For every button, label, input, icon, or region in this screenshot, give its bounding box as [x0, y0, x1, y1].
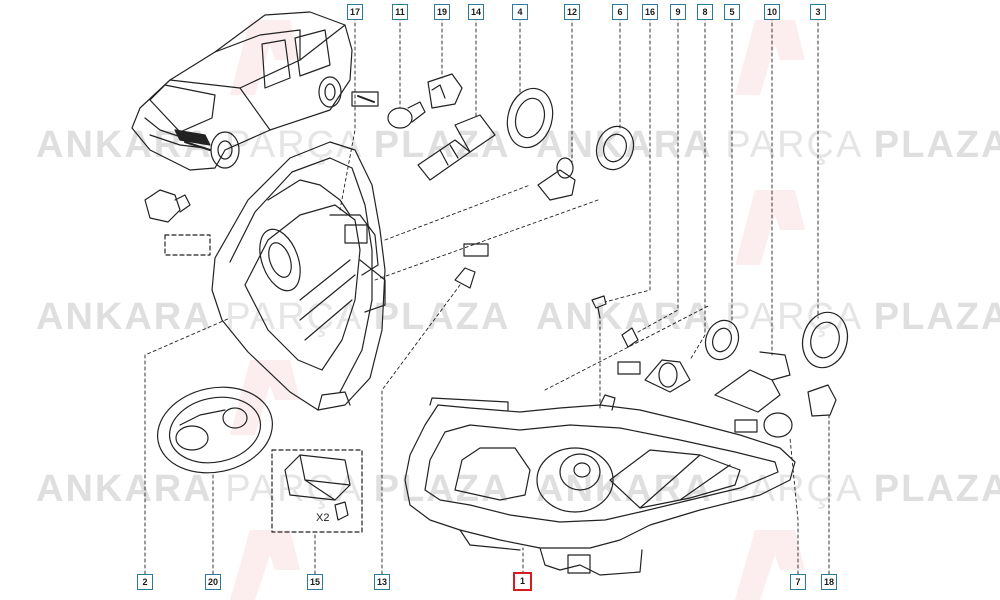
bulb-sidelamp-left — [144, 189, 191, 223]
callout-13: 13 — [374, 574, 390, 590]
callout-9: 9 — [670, 4, 686, 20]
bulb-7 — [734, 412, 793, 438]
bulb-11-socket-box — [351, 91, 379, 107]
callout-10: 10 — [764, 4, 780, 20]
oval-housing-20 — [156, 386, 274, 474]
cover-3 — [801, 311, 849, 369]
dashed-box-ballast — [271, 449, 363, 533]
callout-8: 8 — [697, 4, 713, 20]
bulb-11 — [387, 101, 426, 129]
callout-6: 6 — [612, 4, 628, 20]
leader-lines — [144, 16, 830, 581]
callout-7: 7 — [790, 574, 806, 590]
callout-19: 19 — [434, 4, 450, 20]
bulb-holder-19 — [427, 73, 463, 109]
quantity-label: X2 — [316, 512, 330, 524]
callout-18: 18 — [821, 574, 837, 590]
headlamp-rear-housing — [211, 141, 386, 411]
callout-12: 12 — [564, 4, 580, 20]
callout-1-highlighted: 1 — [513, 572, 532, 591]
callout-11: 11 — [392, 4, 408, 20]
bulb-h1-8 — [644, 359, 691, 393]
callout-17: 17 — [347, 4, 363, 20]
headlamp-main-assembly — [404, 394, 796, 576]
callout-5: 5 — [724, 4, 740, 20]
retaining-ring-6 — [595, 125, 635, 171]
bulb-holder-18 — [807, 384, 837, 417]
bulb-h7-12 — [537, 157, 576, 201]
watermark-logo-shapes — [230, 20, 805, 600]
xenon-bulb-10 — [714, 351, 791, 413]
xenon-bulb-14 — [417, 114, 496, 181]
screw-16 — [591, 295, 607, 319]
callout-16: 16 — [642, 4, 658, 20]
callout-2: 2 — [137, 574, 153, 590]
dashed-box-left — [164, 234, 211, 256]
cover-4 — [506, 87, 554, 149]
callout-3: 3 — [810, 4, 826, 20]
callout-20: 20 — [205, 574, 221, 590]
callout-15: 15 — [307, 574, 323, 590]
callout-4: 4 — [512, 4, 528, 20]
bulb-13 — [454, 243, 489, 289]
retaining-ring-5 — [704, 319, 740, 361]
car-illustration — [131, 11, 353, 171]
callout-14: 14 — [468, 4, 484, 20]
ballast-unit-15 — [284, 454, 351, 521]
bulb-9 — [617, 327, 641, 375]
